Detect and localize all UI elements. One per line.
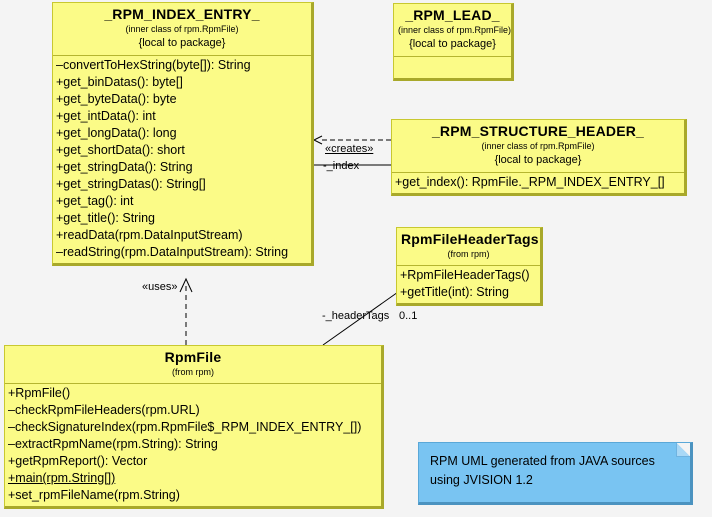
edge-label-uses: «uses»	[142, 281, 178, 293]
class-member: +get_longData(): long	[56, 126, 177, 140]
note-text: RPM UML generated from JAVA sources usin…	[430, 454, 655, 487]
class-member: +get_stringData(): String	[56, 160, 193, 174]
class-name: _RPM_LEAD_	[405, 7, 500, 23]
class-member: +getTitle(int): String	[400, 285, 509, 299]
edge-label-creates: «creates»	[325, 143, 374, 155]
class-box-rpm-lead[interactable]: _RPM_LEAD_ (inner class of rpm.RpmFile) …	[393, 3, 514, 81]
class-stereotype: (inner class of rpm.RpmFile)	[398, 25, 512, 35]
class-header: RpmFileHeaderTags (from rpm)	[397, 228, 540, 266]
class-member: +get_tag(): int	[56, 194, 134, 208]
class-box-rpm-file-header-tags[interactable]: RpmFileHeaderTags (from rpm) +RpmFileHea…	[396, 227, 543, 306]
class-member-static: +main(rpm.String[])	[8, 471, 116, 485]
class-member: +getRpmReport(): Vector	[8, 454, 148, 468]
class-tagged-value: {local to package}	[138, 37, 226, 49]
operations-compartment: –convertToHexString(byte[]): String +get…	[53, 56, 311, 263]
class-member: +get_binDatas(): byte[]	[56, 75, 183, 89]
operations-compartment: +RpmFile() –checkRpmFileHeaders(rpm.URL)…	[5, 384, 381, 506]
class-member: +set_rpmFileName(rpm.String)	[8, 488, 180, 502]
class-member: +readData(rpm.DataInputStream)	[56, 228, 243, 242]
class-member: +RpmFileHeaderTags()	[400, 268, 530, 282]
class-name: _RPM_STRUCTURE_HEADER_	[431, 123, 645, 139]
class-stereotype: (from rpm)	[447, 249, 490, 259]
class-member: –checkRpmFileHeaders(rpm.URL)	[8, 403, 200, 417]
class-member: +get_stringDatas(): String[]	[56, 177, 206, 191]
class-member: +RpmFile()	[8, 386, 71, 400]
class-member: +get_intData(): int	[56, 109, 156, 123]
class-header: _RPM_LEAD_ (inner class of rpm.RpmFile) …	[394, 4, 511, 57]
edge-label-index-role: -_index	[323, 160, 360, 172]
headertags-association-line	[322, 284, 409, 346]
edge-label-headertags-multiplicity: 0..1	[399, 310, 418, 322]
class-header: _RPM_STRUCTURE_HEADER_ (inner class of r…	[392, 120, 684, 173]
class-header: RpmFile (from rpm)	[5, 346, 381, 384]
operations-compartment: +get_index(): RpmFile._RPM_INDEX_ENTRY_[…	[392, 173, 684, 193]
class-member: +get_index(): RpmFile._RPM_INDEX_ENTRY_[…	[395, 175, 665, 189]
class-tagged-value: {local to package}	[409, 38, 496, 50]
diagram-note[interactable]: RPM UML generated from JAVA sources usin…	[418, 442, 693, 505]
class-stereotype: (inner class of rpm.RpmFile)	[125, 24, 239, 34]
class-member: –checkSignatureIndex(rpm.RpmFile$_RPM_IN…	[8, 420, 362, 434]
class-member: +get_byteData(): byte	[56, 92, 177, 106]
edge-label-headertags-role: -_headerTags	[322, 310, 390, 322]
class-member: –convertToHexString(byte[]): String	[56, 58, 251, 72]
class-box-rpm-file[interactable]: RpmFile (from rpm) +RpmFile() –checkRpmF…	[4, 345, 384, 509]
operations-compartment: +RpmFileHeaderTags() +getTitle(int): Str…	[397, 266, 540, 303]
class-name: RpmFileHeaderTags	[401, 231, 539, 247]
class-name: RpmFile	[164, 349, 222, 365]
note-fold-corner	[676, 443, 690, 457]
uses-dependency-line	[179, 277, 193, 345]
class-member: +get_title(): String	[56, 211, 156, 225]
class-name: _RPM_INDEX_ENTRY_	[104, 6, 260, 22]
class-tagged-value: {local to package}	[494, 154, 582, 166]
creates-dependency-line	[312, 135, 391, 145]
class-header: _RPM_INDEX_ENTRY_ (inner class of rpm.Rp…	[53, 3, 311, 56]
class-stereotype: (inner class of rpm.RpmFile)	[481, 141, 595, 151]
class-member: –extractRpmName(rpm.String): String	[8, 437, 218, 451]
class-member: –readString(rpm.DataInputStream): String	[56, 245, 289, 259]
operations-compartment	[394, 57, 511, 78]
class-box-rpm-index-entry[interactable]: _RPM_INDEX_ENTRY_ (inner class of rpm.Rp…	[52, 2, 314, 266]
class-member: +get_shortData(): short	[56, 143, 185, 157]
class-box-rpm-structure-header[interactable]: _RPM_STRUCTURE_HEADER_ (inner class of r…	[391, 119, 687, 196]
class-stereotype: (from rpm)	[172, 367, 214, 377]
